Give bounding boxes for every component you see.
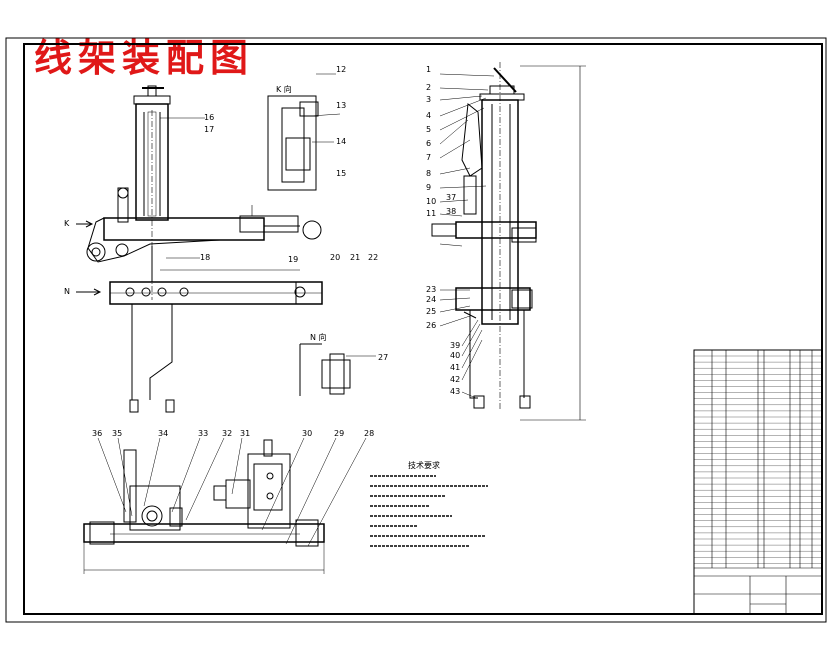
callout-24: 24 [426, 295, 436, 304]
right-leaders [439, 73, 495, 399]
callout-26: 26 [426, 321, 436, 330]
callout-28: 28 [364, 429, 374, 438]
callout-34: 34 [158, 429, 168, 438]
n-view-label: N 向 [310, 332, 327, 342]
callout-22: 22 [368, 253, 378, 262]
callout-43: 43 [450, 387, 460, 396]
n-arrow-label: N [64, 287, 70, 296]
technical-notes: 技术要求 [370, 460, 488, 547]
callout-14: 14 [336, 137, 346, 146]
bottom-plan-view [83, 437, 367, 574]
callout-41: 41 [450, 363, 460, 372]
notes-title: 技术要求 [408, 460, 440, 470]
callout-5: 5 [426, 125, 431, 134]
parts-list-rows [694, 355, 822, 564]
callout-32: 32 [222, 429, 232, 438]
callout-38: 38 [446, 207, 456, 216]
callout-35: 35 [112, 429, 122, 438]
callout-15: 15 [336, 169, 346, 178]
callout-9: 9 [426, 183, 431, 192]
callout-19: 19 [288, 255, 298, 264]
callout-20: 20 [330, 253, 340, 262]
n-view-detail [299, 343, 376, 396]
callout-40: 40 [450, 351, 460, 360]
callout-4: 4 [426, 111, 431, 120]
inner-border [23, 43, 823, 615]
callout-11: 11 [426, 209, 436, 218]
callout-17: 17 [204, 125, 214, 134]
callout-10: 10 [426, 197, 436, 206]
callout-33: 33 [198, 429, 208, 438]
callout-29: 29 [334, 429, 344, 438]
callout-3: 3 [426, 95, 431, 104]
callout-16: 16 [204, 113, 214, 122]
callout-21: 21 [350, 253, 360, 262]
callout-37: 37 [446, 193, 456, 202]
callout-42: 42 [450, 375, 460, 384]
callout-25: 25 [426, 307, 436, 316]
callout-30: 30 [302, 429, 312, 438]
k-arrow-label: K [64, 219, 70, 228]
callout-13: 13 [336, 101, 346, 110]
callout-7: 7 [426, 153, 431, 162]
outer-border [5, 37, 827, 623]
callout-1: 1 [426, 65, 431, 74]
parts-list [693, 349, 823, 615]
callout-36: 36 [92, 429, 102, 438]
callout-2: 2 [426, 83, 431, 92]
right-side-view [431, 62, 586, 421]
callout-18: 18 [200, 253, 210, 262]
k-view-label: K 向 [276, 84, 292, 94]
callout-23: 23 [426, 285, 436, 294]
callout-12: 12 [336, 65, 346, 74]
k-view-detail [267, 73, 341, 191]
callout-27: 27 [378, 353, 388, 362]
callout-39: 39 [450, 341, 460, 350]
callout-6: 6 [426, 139, 431, 148]
callout-31: 31 [240, 429, 250, 438]
left-main-view [76, 85, 323, 413]
callout-8: 8 [426, 169, 431, 178]
